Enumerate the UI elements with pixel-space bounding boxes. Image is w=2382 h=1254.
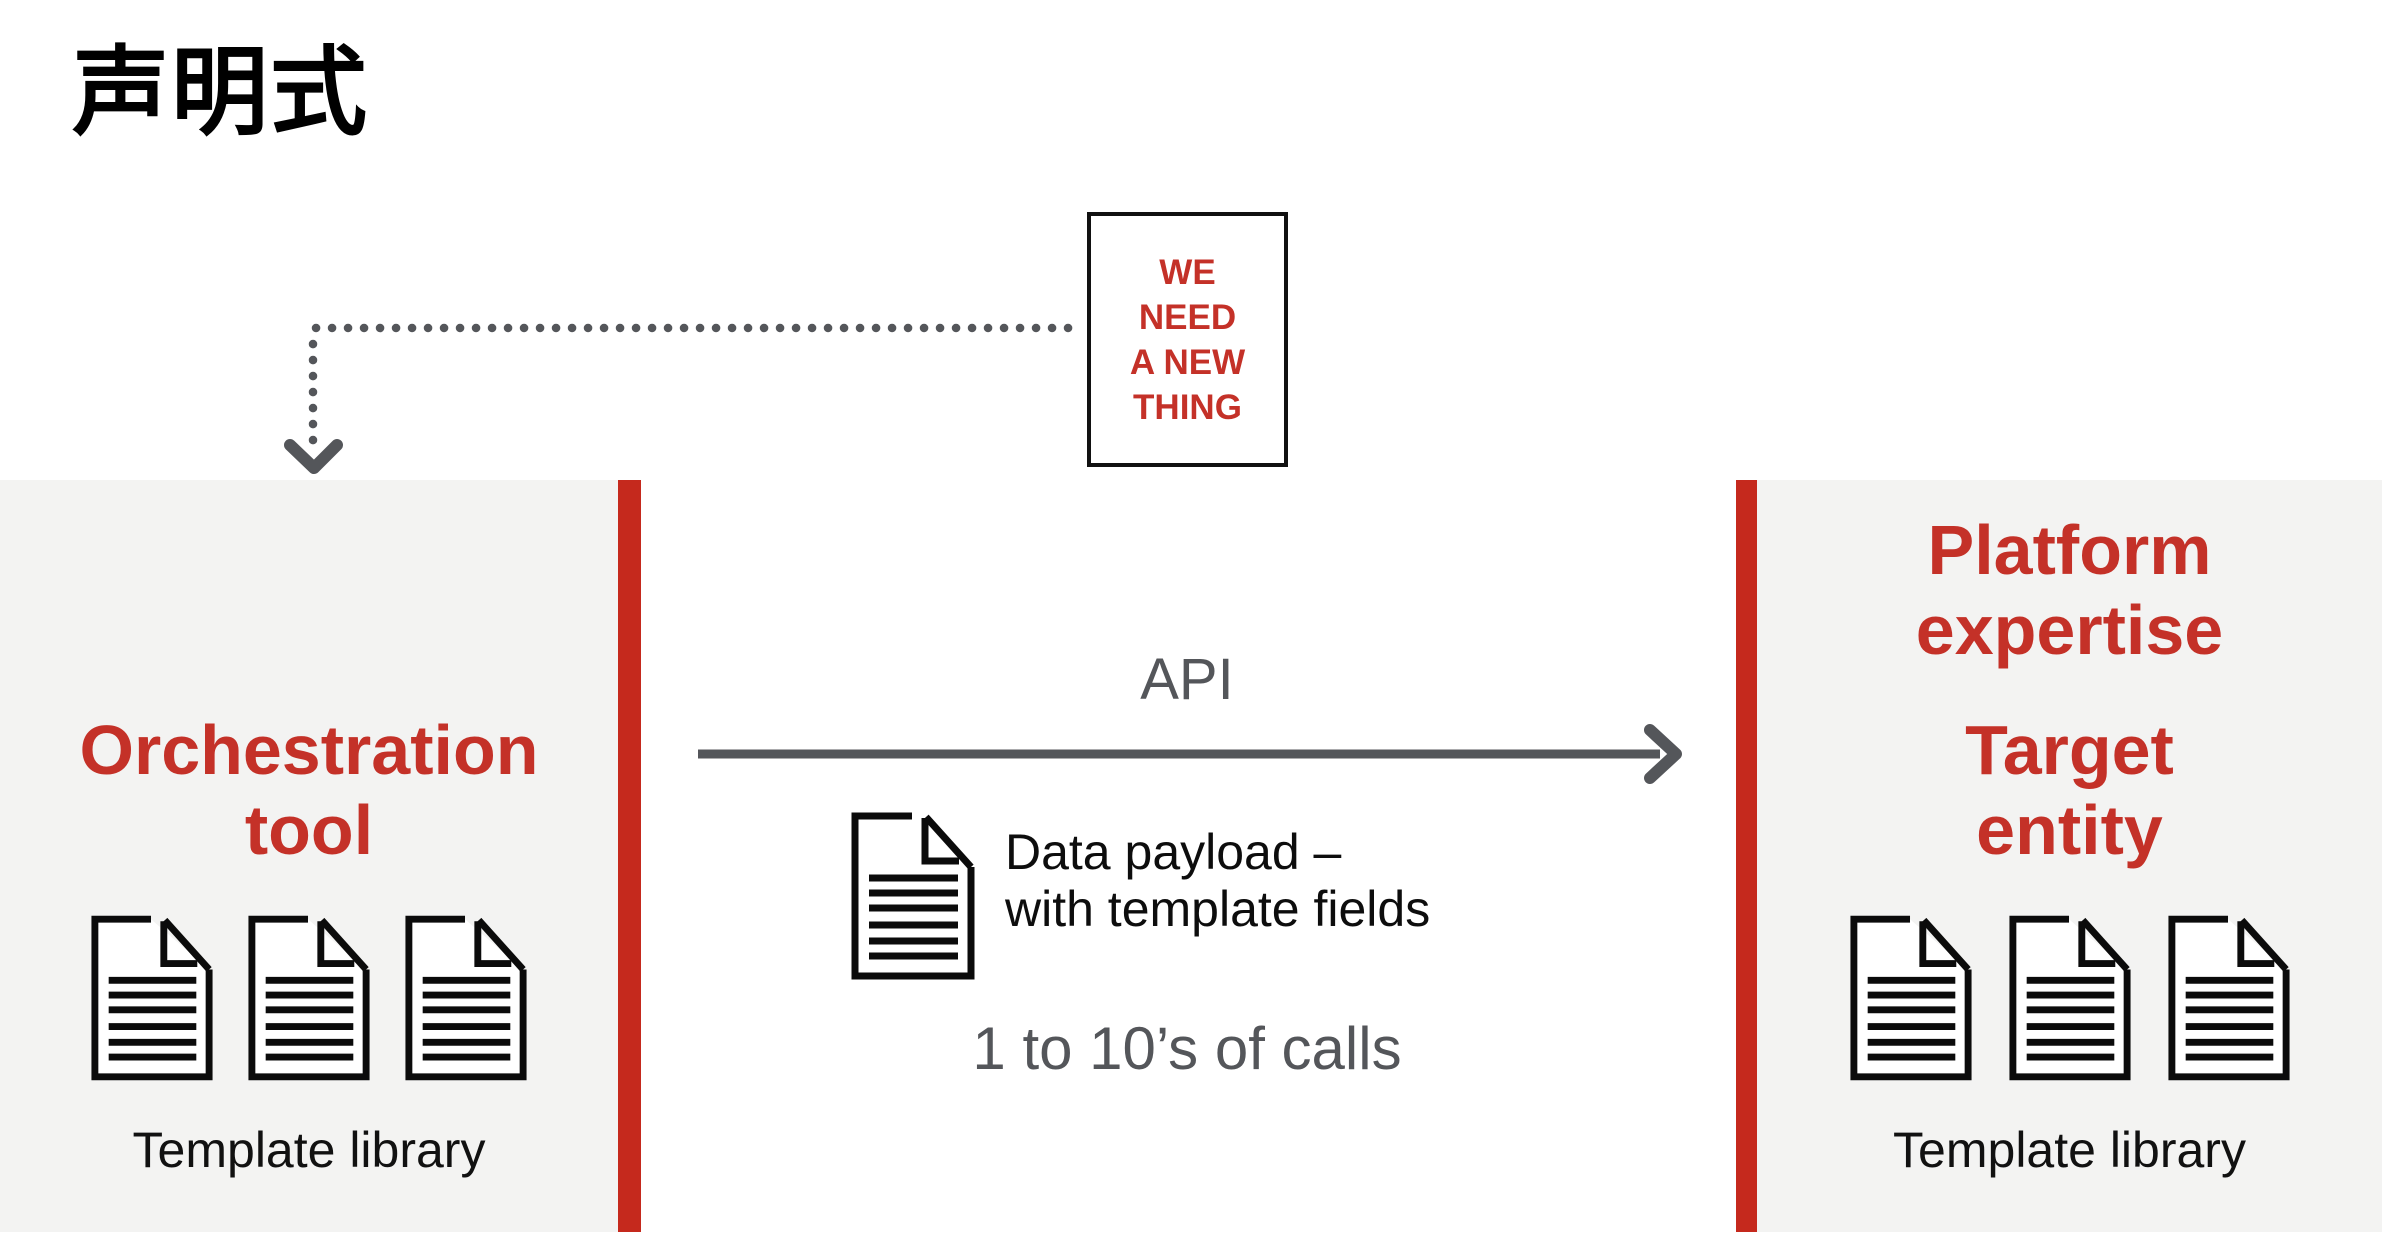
right-panel-red-bar bbox=[1736, 480, 1757, 1232]
right-panel-background bbox=[1757, 480, 2382, 1232]
left-template-library-caption: Template library bbox=[132, 1122, 486, 1178]
payload-line: with template fields bbox=[1005, 881, 1431, 937]
heading-line: Target bbox=[1965, 711, 2174, 789]
left-template-icons bbox=[0, 912, 618, 1084]
heading-line: expertise bbox=[1915, 591, 2224, 669]
payload-description: Data payload – with template fields bbox=[1005, 824, 1430, 938]
heading-line: tool bbox=[244, 791, 374, 869]
heading-line: Platform bbox=[1927, 511, 2212, 589]
calls-count-label: 1 to 10’s of calls bbox=[972, 1015, 1402, 1082]
chevron-down-icon bbox=[284, 439, 343, 474]
payload-line: Data payload – bbox=[1005, 824, 1342, 880]
left-panel-background bbox=[0, 480, 618, 1232]
heading-line: Orchestration bbox=[79, 711, 539, 789]
api-label: API bbox=[1140, 647, 1234, 712]
document-icon bbox=[2165, 912, 2293, 1084]
left-panel-red-bar bbox=[618, 480, 641, 1232]
right-template-library-caption: Template library bbox=[1893, 1122, 2246, 1178]
callout-line: NEED bbox=[1138, 297, 1237, 337]
document-icon bbox=[2006, 912, 2134, 1084]
left-panel-heading: Orchestration tool bbox=[0, 710, 618, 870]
document-icon bbox=[88, 912, 216, 1084]
right-panel-heading-platform: Platform expertise bbox=[1757, 510, 2382, 670]
callout-box: WE NEED A NEW THING bbox=[1087, 212, 1288, 467]
callout-line: THING bbox=[1133, 387, 1242, 427]
right-panel-heading-target: Target entity bbox=[1757, 710, 2382, 870]
document-icon bbox=[1847, 912, 1975, 1084]
right-template-icons bbox=[1757, 912, 2382, 1084]
heading-line: entity bbox=[1976, 791, 2163, 869]
document-icon bbox=[402, 912, 530, 1084]
payload-document-icon bbox=[848, 810, 978, 982]
arrow-right-icon bbox=[1644, 724, 1682, 784]
callout-line: A NEW bbox=[1129, 342, 1246, 382]
page-title: 声明式 bbox=[72, 38, 369, 147]
callout-line: WE bbox=[1159, 252, 1216, 292]
document-icon bbox=[245, 912, 373, 1084]
